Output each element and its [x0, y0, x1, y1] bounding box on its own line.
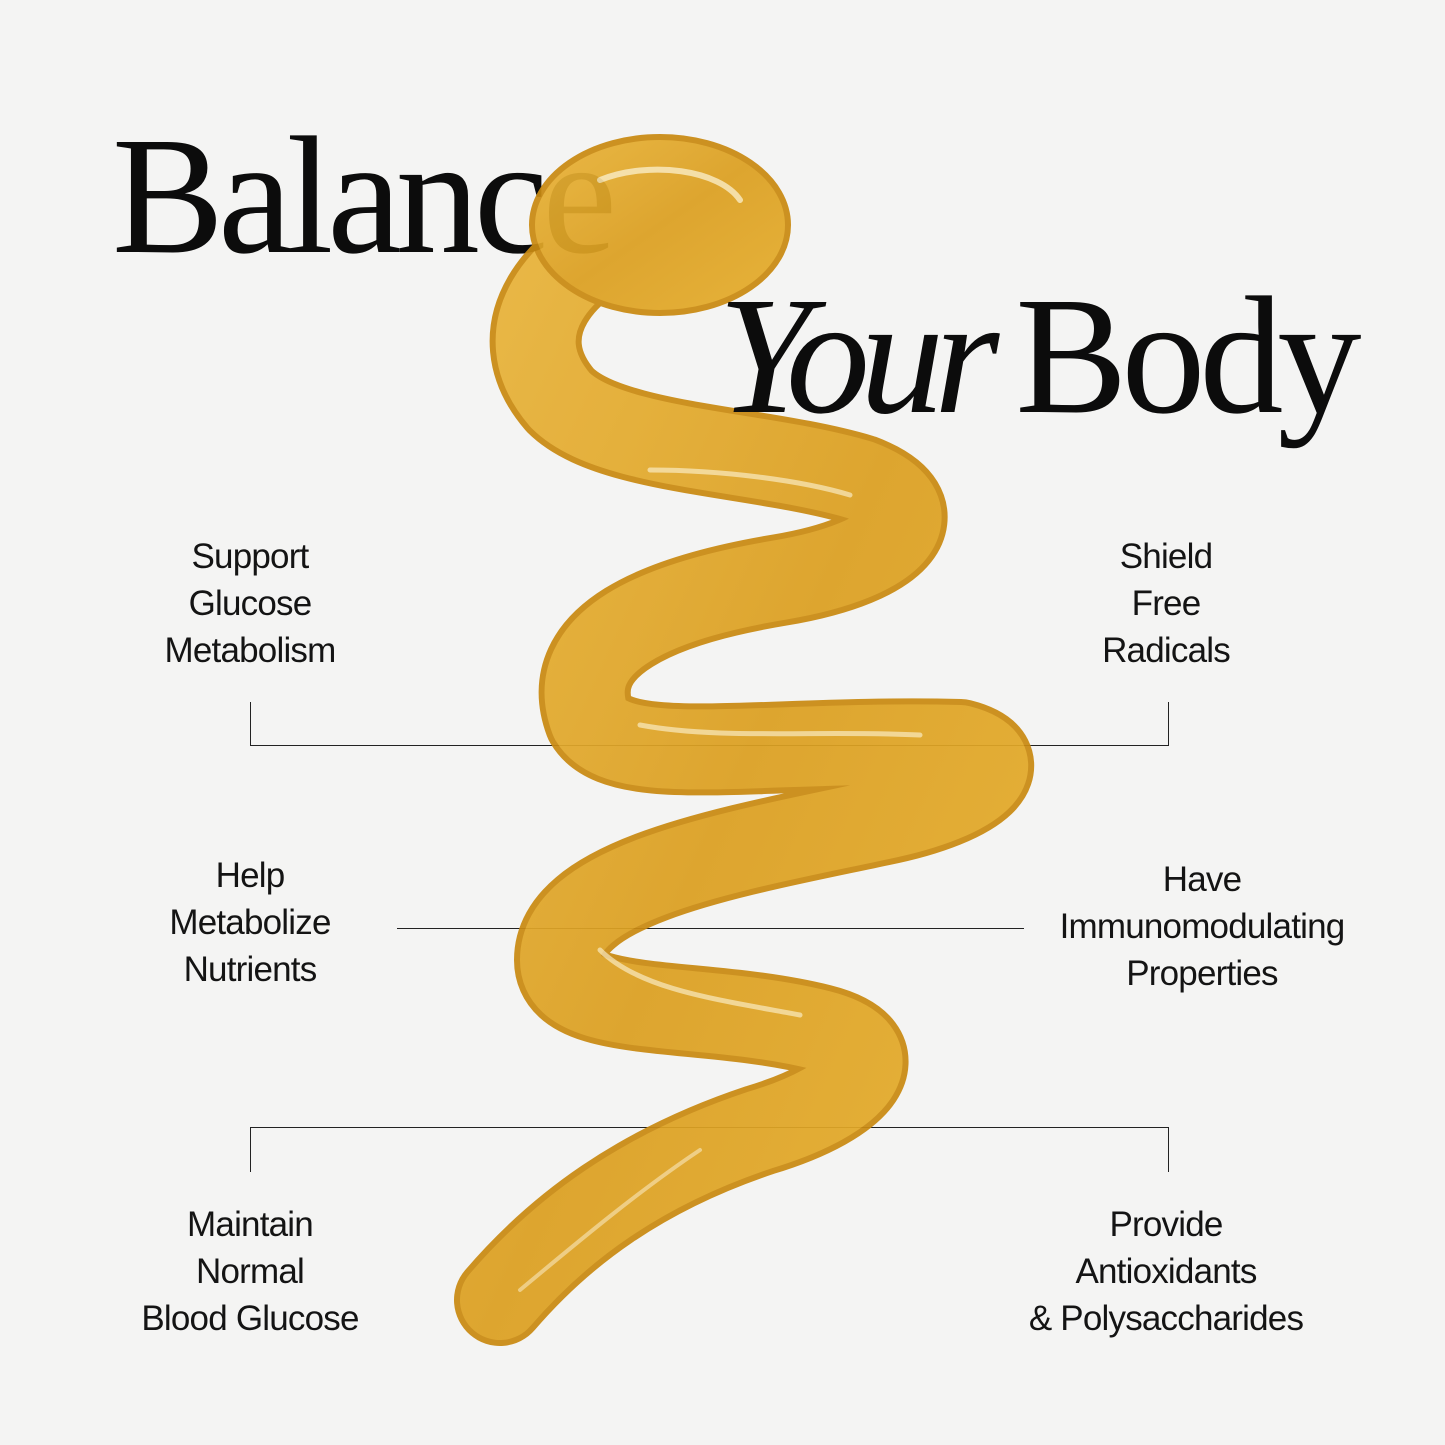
bracket-top-left-tick — [250, 702, 251, 746]
benefit-line: Normal — [196, 1252, 305, 1291]
bracket-bottom-left-tick — [250, 1127, 251, 1172]
benefit-metabolize-nutrients: Help Metabolize Nutrients — [169, 852, 331, 993]
benefit-line: Radicals — [1102, 631, 1231, 670]
connector-middle-line — [397, 928, 1024, 929]
benefit-line: & Polysaccharides — [1028, 1299, 1304, 1338]
benefit-glucose-metabolism: Support Glucose Metabolism — [164, 533, 337, 674]
benefit-line: Antioxidants — [1075, 1252, 1257, 1291]
benefit-immunomodulating: Have Immunomodulating Properties — [1059, 856, 1346, 997]
headline-body: Body — [1015, 263, 1361, 449]
benefit-line: Provide — [1109, 1205, 1223, 1244]
benefit-line: Nutrients — [183, 950, 318, 989]
benefit-line: Metabolism — [164, 631, 337, 670]
benefit-free-radicals: Shield Free Radicals — [1102, 533, 1231, 674]
bracket-top-right-tick — [1168, 702, 1169, 746]
benefit-line: Have — [1162, 860, 1242, 899]
benefit-antioxidants: Provide Antioxidants & Polysaccharides — [1028, 1201, 1304, 1342]
benefit-line: Help — [215, 856, 286, 895]
benefit-line: Free — [1131, 584, 1202, 623]
benefit-line: Shield — [1119, 537, 1213, 576]
headline-your: Your — [718, 263, 999, 449]
benefit-line: Glucose — [188, 584, 313, 623]
benefit-line: Blood Glucose — [141, 1299, 359, 1338]
bracket-bottom-right-tick — [1168, 1127, 1169, 1172]
benefit-line: Immunomodulating — [1059, 907, 1346, 946]
benefit-line: Properties — [1126, 954, 1278, 993]
benefit-line: Maintain — [187, 1205, 314, 1244]
benefit-blood-glucose: Maintain Normal Blood Glucose — [141, 1201, 359, 1342]
benefit-line: Metabolize — [169, 903, 331, 942]
benefit-line: Support — [191, 537, 309, 576]
